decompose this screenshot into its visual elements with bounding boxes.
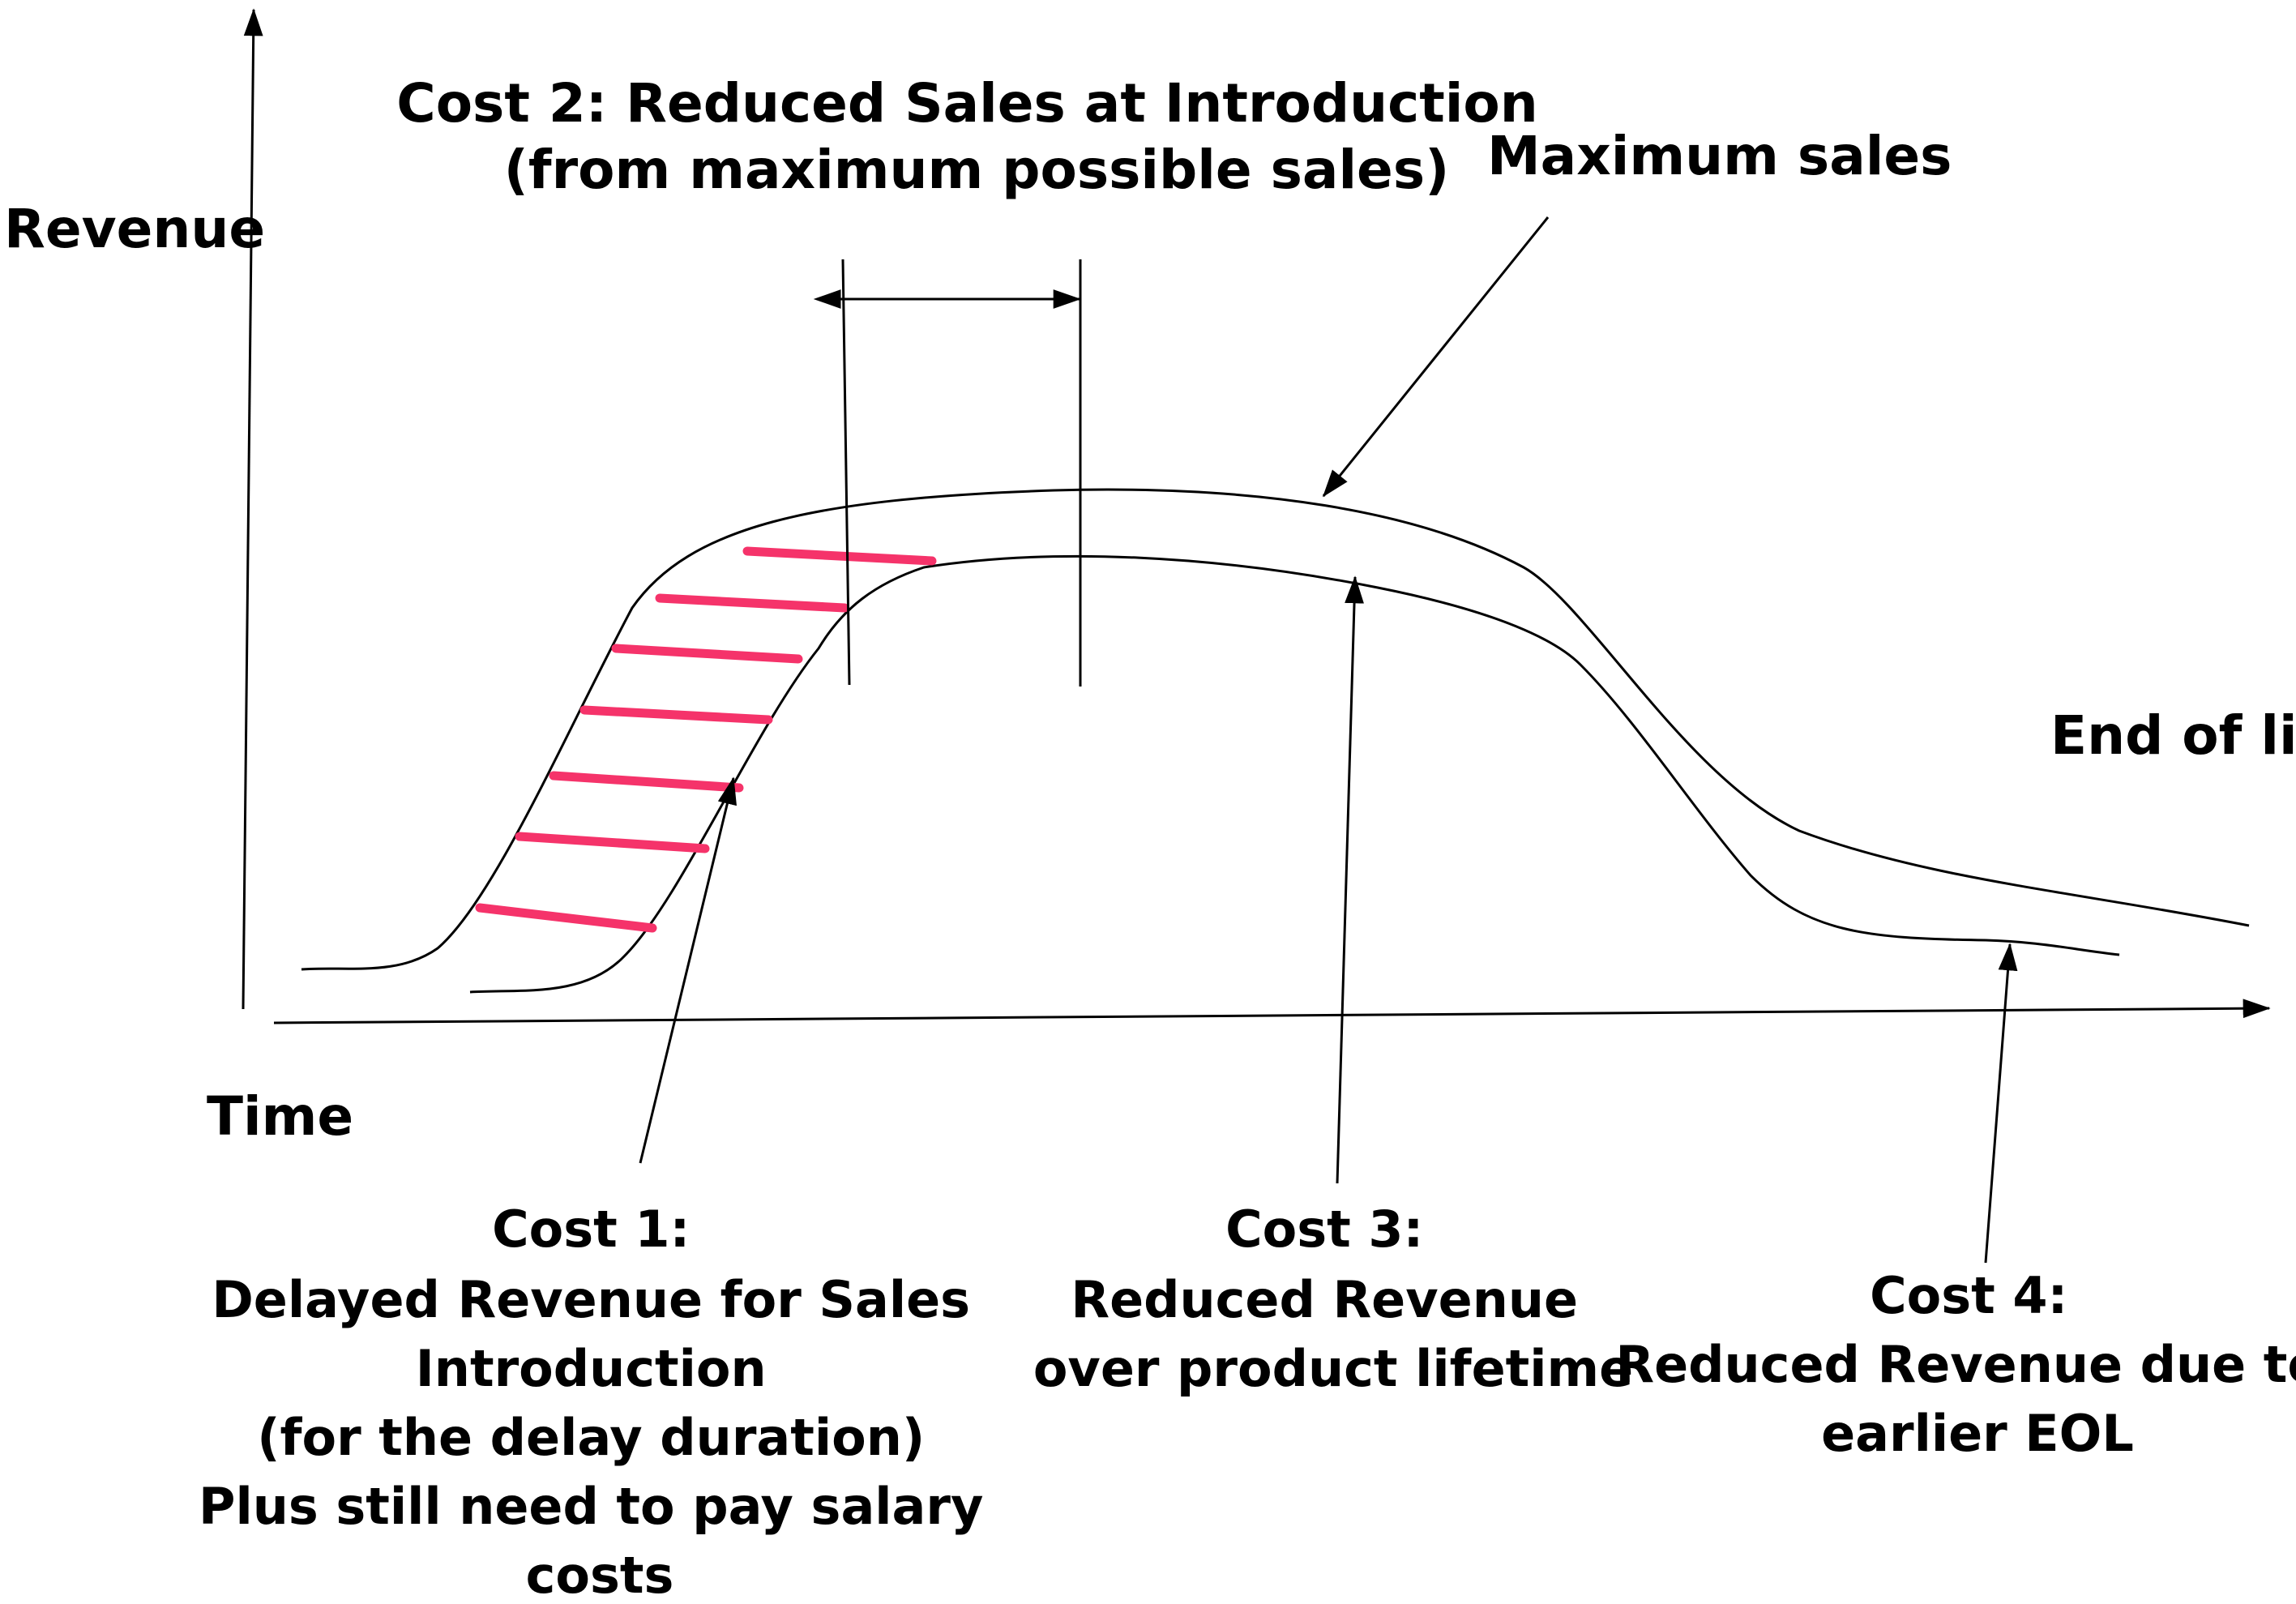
hatch-line xyxy=(515,832,710,853)
hatch-line xyxy=(742,546,937,566)
cost4-pointer xyxy=(1984,943,2018,1264)
y-axis xyxy=(242,8,263,1010)
cost4-label: Cost 4: Reduced Revenue due to earlier E… xyxy=(1615,1266,2296,1463)
maximum-sales-pointer xyxy=(1322,216,1550,498)
delay-start-marker xyxy=(841,259,851,686)
end-of-life-label: End of life xyxy=(2050,704,2296,767)
y-axis-label: Revenue xyxy=(4,198,265,260)
x-axis xyxy=(273,999,2271,1024)
cost2-label: Cost 2: Reduced Sales at Introduction (f… xyxy=(396,72,1556,201)
cost3-pointer xyxy=(1336,575,1364,1184)
hatch-line xyxy=(579,705,773,725)
delay-hatching xyxy=(475,546,937,933)
maximum-sales-label: Maximum sales xyxy=(1487,125,1952,187)
cost3-label: Cost 3: Reduced Revenue over product lif… xyxy=(1033,1200,1633,1398)
hatch-line xyxy=(549,771,744,793)
hatch-line xyxy=(655,593,849,613)
cost1-label: Cost 1: Delayed Revenue for Sales Introd… xyxy=(199,1200,1001,1604)
hatch-line xyxy=(611,644,803,664)
x-axis-label: Time xyxy=(207,1085,353,1148)
maximum-sales-curve xyxy=(301,488,2250,971)
cost1-pointer xyxy=(639,776,737,1164)
hatch-line xyxy=(475,903,657,933)
actual-sales-curve xyxy=(469,554,2120,994)
